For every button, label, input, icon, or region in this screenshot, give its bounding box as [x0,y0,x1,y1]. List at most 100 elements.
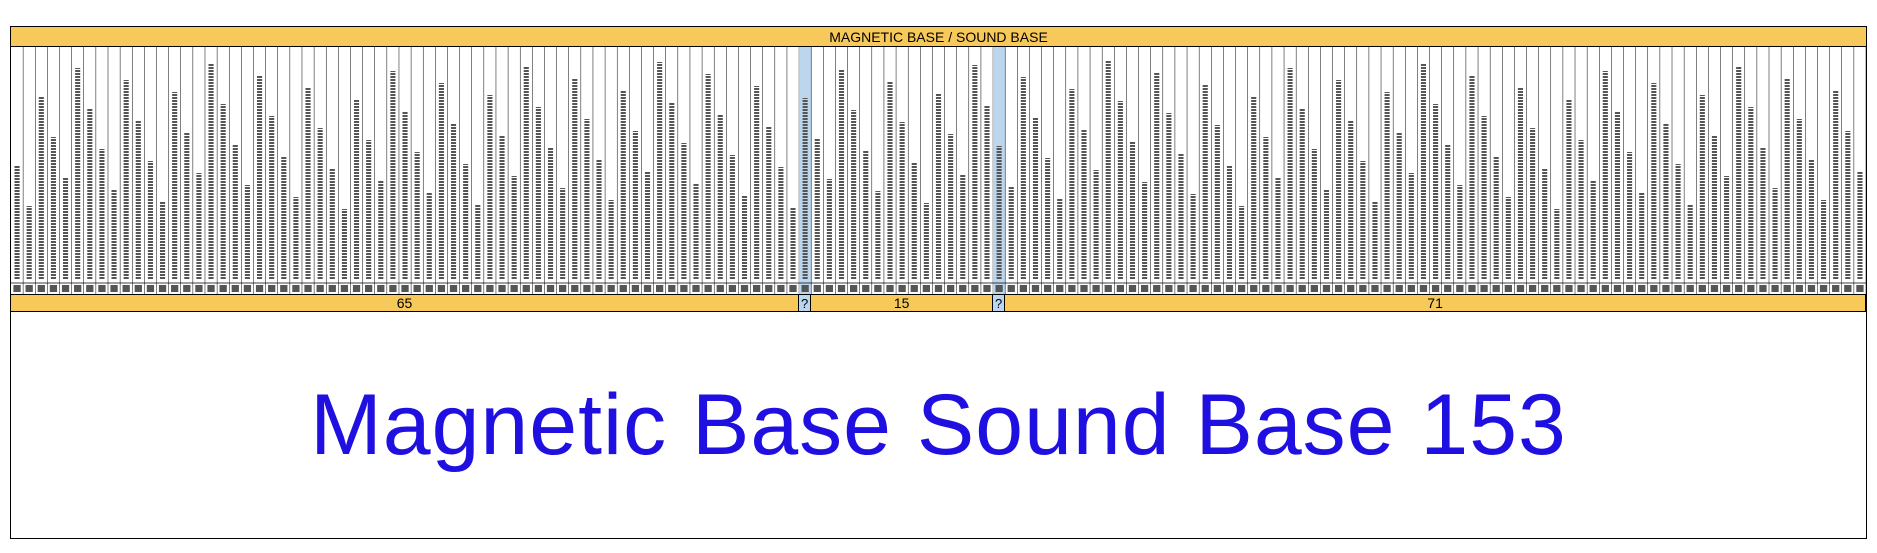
sheet-column [849,47,860,294]
sheet-column [862,47,873,294]
cell-number-mark [728,285,737,292]
sheet-column [231,47,242,294]
cell-number-mark [1771,285,1779,292]
cell-number-mark [1722,285,1731,292]
sheet-column [255,47,266,294]
sheet-column [219,47,230,294]
sheet-column [1262,47,1273,294]
cell-number-mark [37,285,45,292]
sheet-column [340,47,351,294]
sheet-column [1165,47,1176,294]
sheet-column [1347,47,1358,294]
cell-number-mark [134,285,142,292]
cell-number-mark [1516,285,1525,292]
sheet-column [643,47,654,294]
cell-number-mark [425,285,433,292]
cell-number-mark [207,285,215,292]
sheet-column [1431,47,1442,294]
cell-number-mark [74,285,82,292]
sheet-column [1201,47,1212,294]
cell-number-mark [316,285,324,292]
sheet-column [559,47,569,294]
cell-number-mark [813,285,821,292]
cell-number-mark [413,285,421,292]
sheet-column [1601,47,1612,294]
sheet-column [728,47,739,294]
sheet-column [449,47,460,294]
sheet-column [1698,47,1709,294]
sheet-column [1674,47,1685,294]
cell-number-mark [122,285,130,292]
sheet-column [910,47,921,294]
cell-number-mark [862,285,870,292]
sheet-column [316,47,327,294]
cell-number-mark [886,285,894,292]
sheet-column [680,47,691,294]
cell-number-mark [1795,285,1803,292]
cell-number-mark [934,285,943,292]
sheet-column [1177,47,1188,294]
cell-number-mark [607,285,615,292]
cell-number-mark [692,285,700,292]
cell-number-mark [1504,285,1512,292]
sheet-column [1577,47,1588,294]
cell-number-mark [352,285,361,292]
cell-number-mark [1589,285,1597,292]
sheet-column [37,47,48,294]
cell-number-mark [1359,285,1367,292]
cell-number-mark [1043,285,1052,292]
sheet-column [25,47,36,294]
sheet-column [825,47,836,294]
cell-number-mark [219,285,227,292]
cell-number-mark [1407,285,1415,292]
cell-number-mark [1431,285,1440,292]
cell-number-mark [704,285,712,292]
cell-number-mark [656,285,664,292]
sheet-column [571,47,582,294]
sheet-column [1492,47,1503,294]
cell-number-mark [437,285,446,292]
cell-number-mark [1686,285,1694,292]
cell-number-mark [1735,285,1743,292]
sheet-title: MAGNETIC BASE / SOUND BASE [11,27,1866,47]
cell-number-mark [1747,285,1755,292]
cell-number-mark [1698,285,1706,292]
sheet-column [1565,47,1576,294]
sheet-column [1128,47,1139,294]
big-caption-text: Magnetic Base Sound Base 153 [310,376,1567,473]
sheet-column [425,47,436,294]
cell-number-mark [401,285,409,292]
count-bar: 65?15?71 [11,294,1866,312]
sheet-column [656,47,666,294]
sheet-column [1104,47,1115,294]
sheet-column [1783,47,1794,294]
cell-number-mark [1262,285,1270,292]
sheet-column [1286,47,1297,294]
column-grid [11,47,1866,294]
cell-number-mark [231,285,239,292]
cell-number-mark [1807,285,1816,292]
cell-number-mark [571,285,579,292]
sheet-column [13,47,24,294]
sheet-column [1092,47,1103,294]
sheet-title-text: MAGNETIC BASE / SOUND BASE [829,28,1048,45]
cell-number-mark [1104,285,1112,292]
sheet-column [934,47,945,294]
sheet-column [1613,47,1624,294]
cell-number-mark [268,285,276,292]
sheet-column [1407,47,1418,294]
cell-number-mark [1165,285,1173,292]
spreadsheet: MAGNETIC BASE / SOUND BASE 65?15?71 Magn… [10,26,1867,539]
cell-number-mark [377,285,385,292]
sheet-column [158,47,169,294]
sheet-column [1310,47,1321,294]
sheet-column [692,47,703,294]
cell-number-mark [328,285,336,292]
cell-number-mark [716,285,724,292]
column-strip [11,47,1866,309]
sheet-column [437,47,448,294]
sheet-column [1140,47,1151,294]
sheet-column [377,47,388,294]
cell-number-mark [1844,285,1852,292]
cell-number-mark [1528,285,1537,292]
